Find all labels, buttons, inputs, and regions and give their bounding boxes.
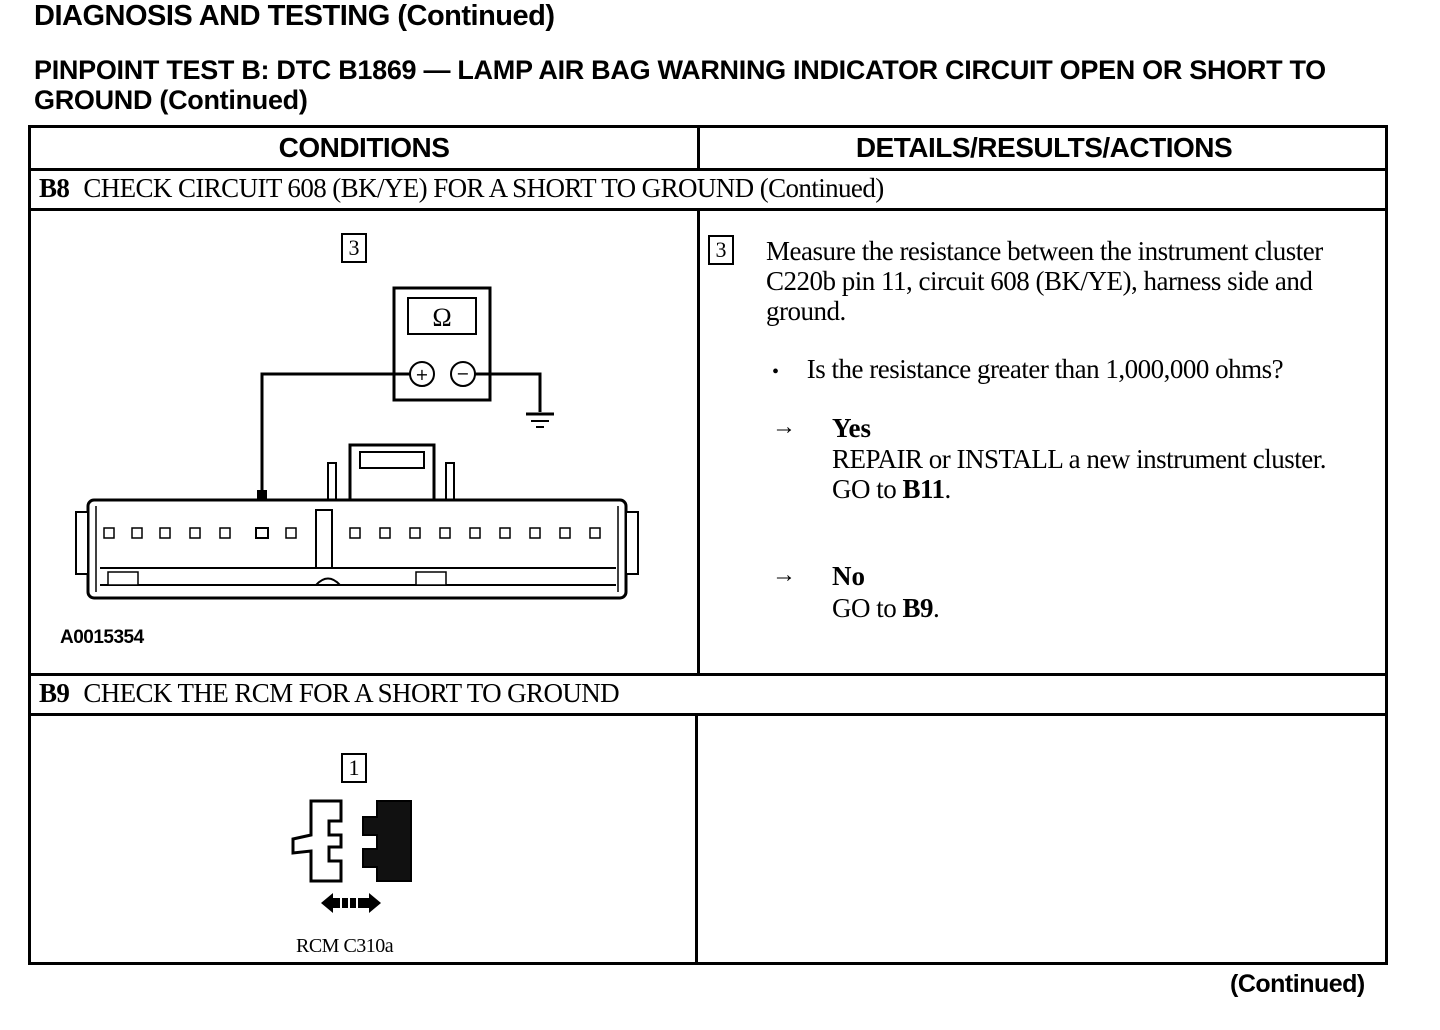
- rcm-connector-disconnect-diagram: [291, 799, 412, 913]
- b8-column-divider: [697, 208, 700, 676]
- ohmmeter-connector-diagram: Ω + −: [75, 286, 639, 600]
- disconnect-arrow-icon: [321, 893, 381, 913]
- step-b8-title: CHECK CIRCUIT 608 (BK/YE) FOR A SHORT TO…: [83, 173, 884, 203]
- rcm-connector-caption: RCM C310a: [296, 935, 394, 957]
- connector-latch: [327, 443, 455, 503]
- no-label: No: [832, 561, 865, 591]
- svg-text:−: −: [456, 364, 469, 383]
- step-b8-id: B8: [39, 173, 70, 203]
- question-row: • Is the resistance greater than 1,000,0…: [772, 354, 1284, 385]
- bullet-icon: •: [772, 361, 779, 383]
- pin-11: [255, 527, 269, 539]
- figure-step-3-box: 3: [341, 233, 367, 263]
- yes-action-text: REPAIR or INSTALL a new instrument clust…: [832, 444, 1327, 504]
- negative-test-lead: [475, 372, 542, 412]
- yes-label: Yes: [832, 413, 871, 443]
- conditions-column-header: CONDITIONS: [278, 132, 450, 163]
- no-action-end: .: [933, 593, 940, 623]
- no-arrow-icon: →: [772, 562, 796, 588]
- harness-connector-icon: [291, 799, 343, 883]
- yes-action: REPAIR or INSTALL a new instrument clust…: [832, 444, 1352, 504]
- detail-step-3-box: 3: [708, 235, 734, 265]
- ohmmeter-display: [407, 297, 477, 335]
- b9-title-divider: [31, 713, 1385, 716]
- pinpoint-test-title: PINPOINT TEST B: DTC B1869 — LAMP AIR BA…: [34, 55, 1326, 115]
- figure-id-label: A0015354: [60, 627, 144, 648]
- resistance-question: Is the resistance greater than 1,000,000…: [806, 354, 1284, 384]
- svg-text:+: +: [415, 365, 428, 384]
- step-b9-title-row: B9 CHECK THE RCM FOR A SHORT TO GROUND: [39, 678, 620, 709]
- section-title: DIAGNOSIS AND TESTING (Continued): [34, 0, 555, 32]
- header-column-divider: [697, 128, 700, 171]
- rcm-connector-icon: [362, 800, 412, 882]
- yes-action-ref: B11: [902, 474, 946, 504]
- step-b8-title-row: B8 CHECK CIRCUIT 608 (BK/YE) FOR A SHORT …: [39, 173, 884, 204]
- yes-arrow-icon: →: [772, 414, 796, 440]
- ground-icon: [526, 412, 554, 428]
- header-divider: [31, 168, 1385, 171]
- no-action-ref: B9: [902, 593, 934, 623]
- b9-column-divider: [695, 713, 698, 965]
- measurement-instruction: Measure the resistance between the instr…: [766, 236, 1323, 326]
- yes-action-end: .: [944, 474, 952, 504]
- connector-pin-row-right: [349, 527, 601, 539]
- positive-test-lead: [260, 372, 410, 505]
- instrument-cluster-connector-c220b: [75, 498, 639, 600]
- no-action: GO to B9.: [832, 593, 940, 623]
- details-column-header: DETAILS/RESULTS/ACTIONS: [855, 132, 1233, 163]
- connector-pin-row-left: [103, 527, 297, 539]
- continued-label: (Continued): [1230, 970, 1365, 998]
- no-action-text: GO to: [832, 593, 903, 623]
- ohm-symbol: Ω: [432, 303, 451, 332]
- b8-title-divider: [31, 208, 1385, 211]
- step-b9-title: CHECK THE RCM FOR A SHORT TO GROUND: [83, 678, 620, 708]
- step-b9-id: B9: [39, 678, 70, 708]
- b9-top-divider: [31, 673, 1385, 676]
- figure-step-1-box: 1: [341, 753, 367, 783]
